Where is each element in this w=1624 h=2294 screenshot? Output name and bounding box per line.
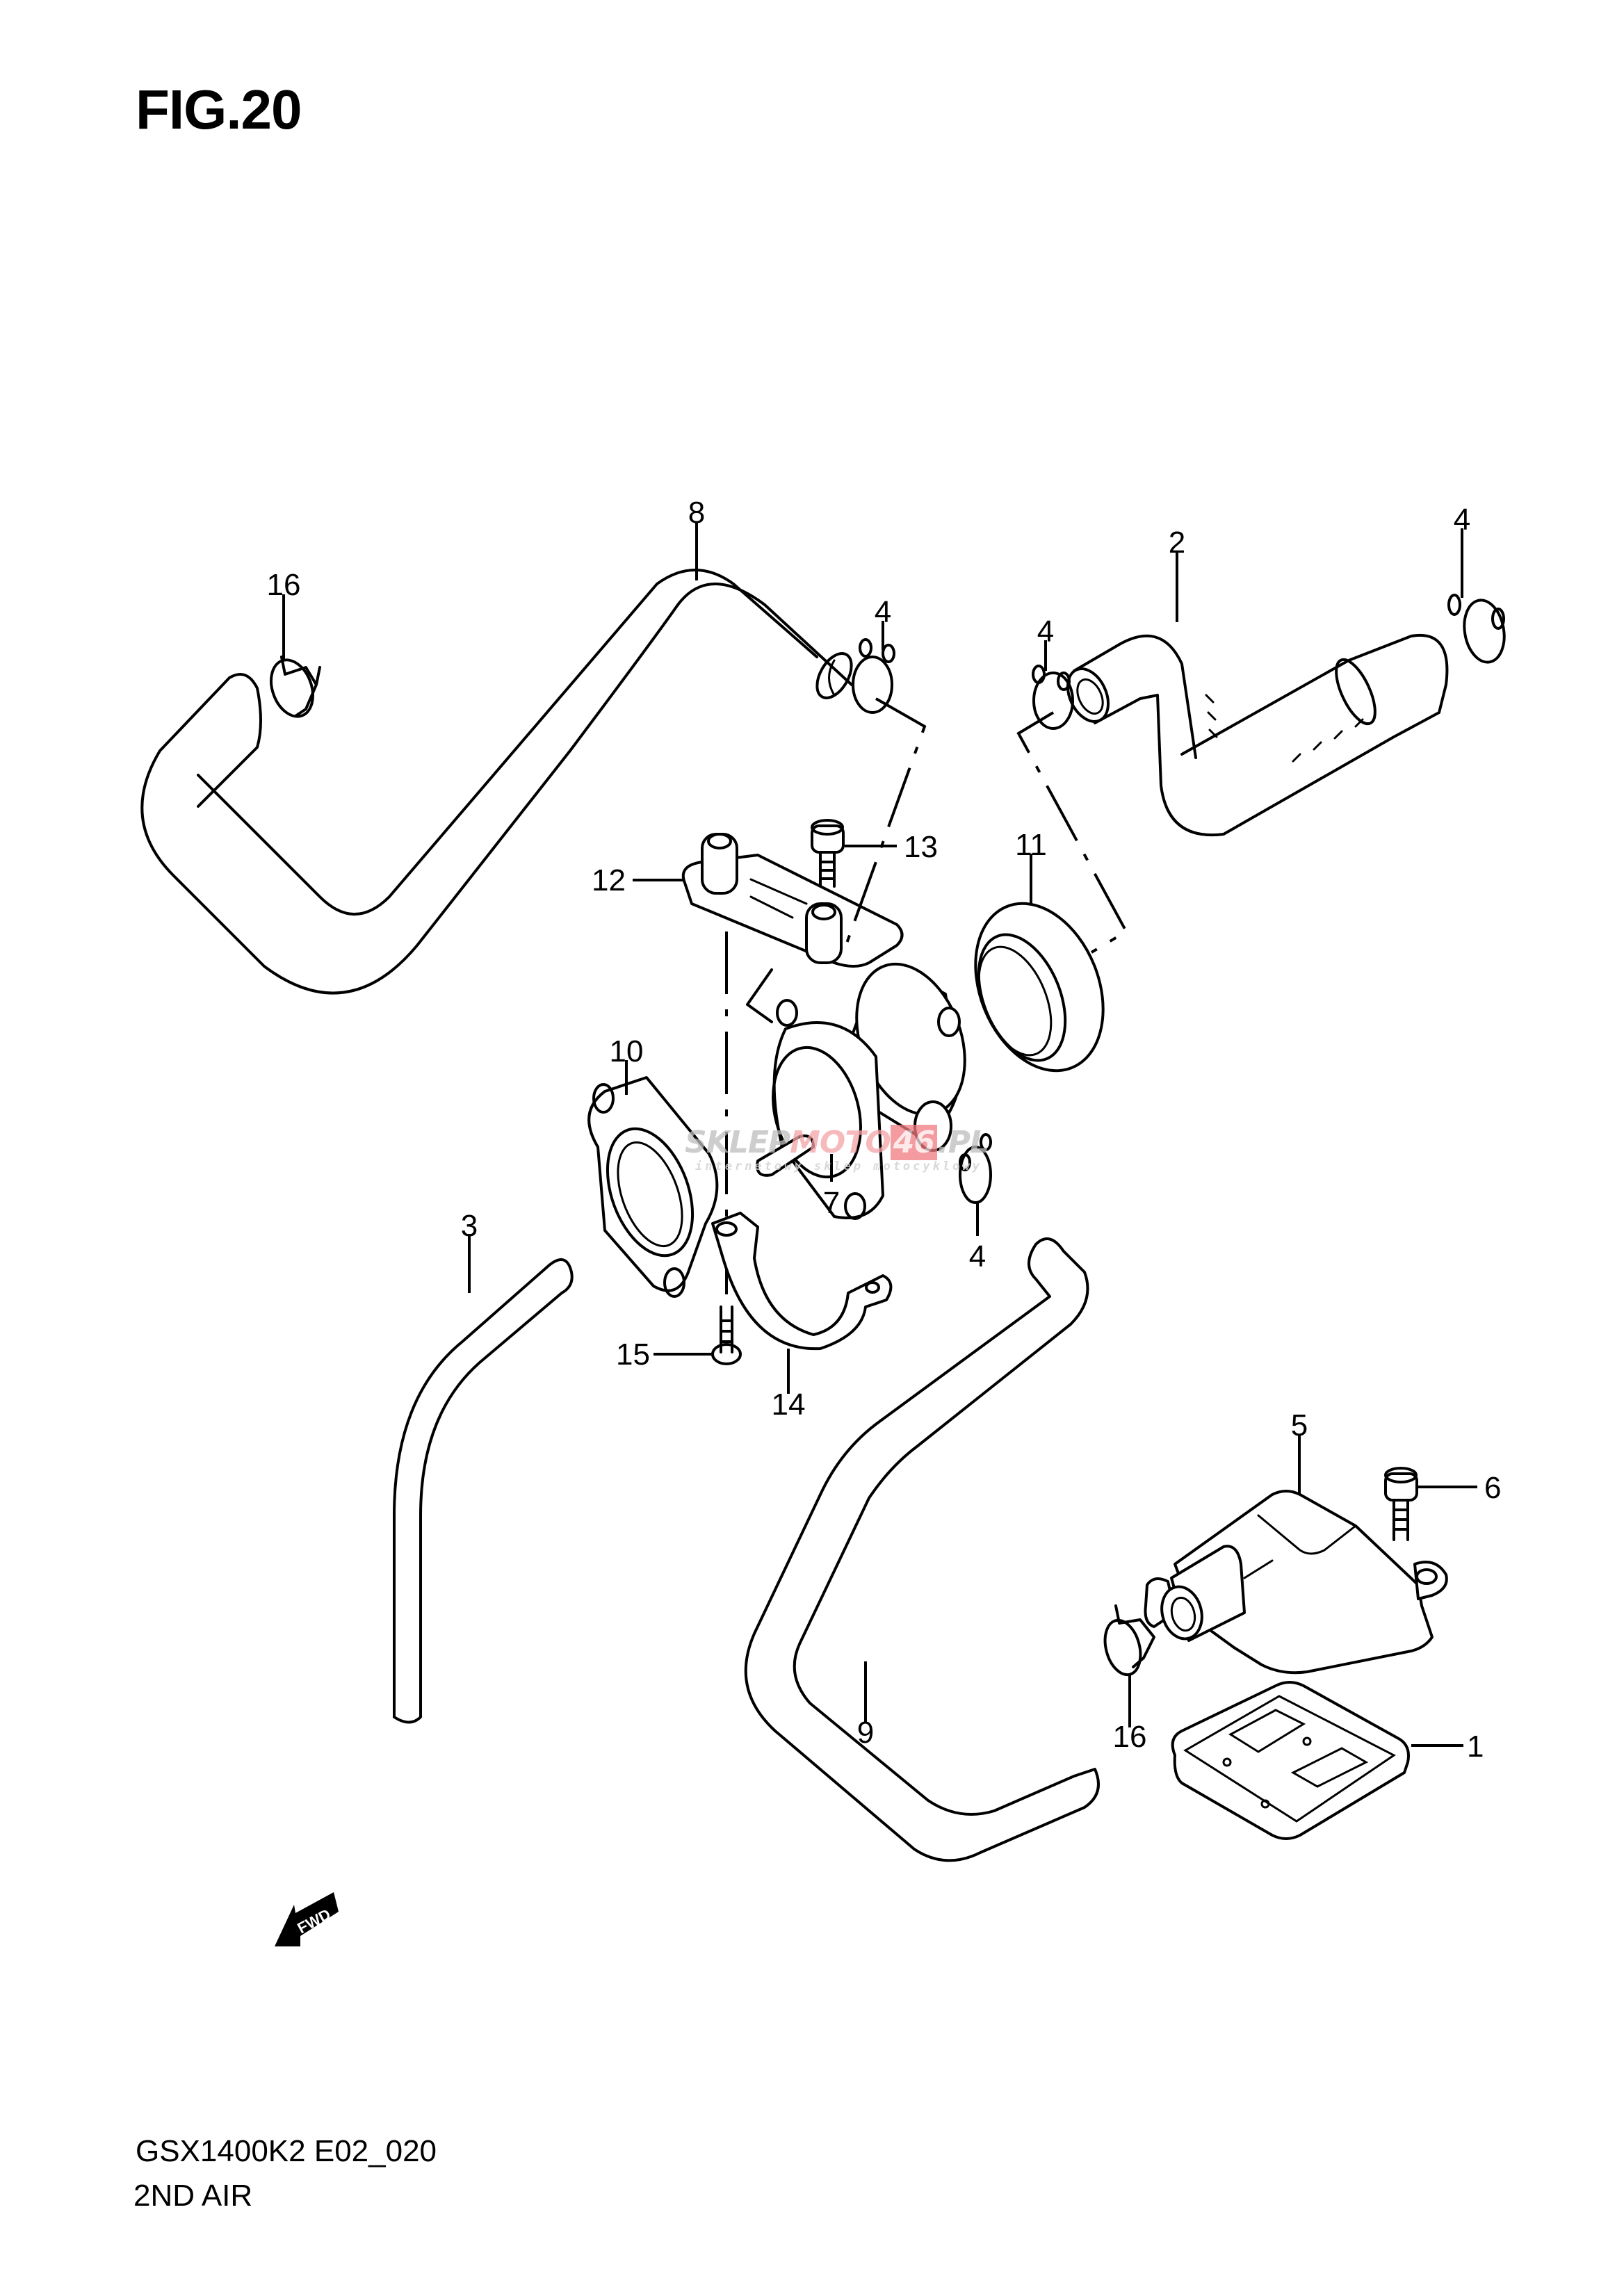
callout-12[interactable]: 12 [592, 863, 626, 897]
watermark-part-moto: MOTO [790, 1125, 891, 1160]
callout-16-lower[interactable]: 16 [1113, 1720, 1147, 1754]
hose-clamp-16-lower[interactable] [1099, 1604, 1155, 1679]
callout-2[interactable]: 2 [1169, 526, 1185, 560]
callout-5[interactable]: 5 [1291, 1408, 1308, 1442]
clip-4-upper-mid[interactable] [1032, 665, 1074, 730]
callout-4-lower[interactable]: 4 [969, 1239, 986, 1274]
callout-4-upper-mid[interactable]: 4 [1037, 615, 1054, 649]
callout-4-upper-right[interactable]: 4 [1454, 503, 1470, 537]
callout-4-upper-left[interactable]: 4 [875, 595, 891, 629]
bracket-clamp-14[interactable] [711, 1212, 893, 1351]
clip-4-lower[interactable] [959, 1133, 992, 1204]
hose-8[interactable] [140, 569, 859, 995]
bolt-6[interactable] [1384, 1467, 1418, 1541]
figure-title: FIG.20 [136, 79, 302, 140]
assembly-line-valve [746, 968, 773, 1023]
watermark-part-pl: .PL [936, 1125, 989, 1160]
leader-lines [282, 521, 1477, 1747]
callout-16-upper[interactable]: 16 [267, 568, 301, 602]
model-code: GSX1400K2 E02_020 [136, 2134, 437, 2168]
hose-3[interactable] [393, 1258, 574, 1724]
hose-9[interactable] [744, 1237, 1100, 1862]
bracket-plate-12[interactable] [681, 833, 904, 968]
callout-14[interactable]: 14 [772, 1388, 806, 1422]
watermark-tagline: internetowy sklep motocyklowy [695, 1160, 982, 1173]
clip-4-upper-right[interactable] [1447, 594, 1509, 665]
reed-valve-gasket-1[interactable] [1171, 1681, 1410, 1840]
callout-9[interactable]: 9 [857, 1716, 874, 1750]
assembly-line-upper-right [1016, 711, 1128, 954]
cushion-flange-10[interactable] [587, 1076, 719, 1298]
pair-valve-7[interactable] [756, 949, 984, 1220]
watermark-logo: SKLEPMOTO46.PL [685, 1125, 989, 1160]
screw-15[interactable] [711, 1305, 742, 1365]
hose-clamp-16-upper[interactable] [263, 654, 321, 722]
callout-7[interactable]: 7 [823, 1186, 840, 1220]
forward-arrow-icon: FWD [275, 1892, 339, 1946]
callout-11[interactable]: 11 [1015, 828, 1047, 862]
assembly-line-upper-left [843, 697, 927, 950]
cap-seal-11[interactable] [952, 884, 1126, 1089]
callout-13[interactable]: 13 [904, 830, 938, 864]
callout-10[interactable]: 10 [610, 1034, 644, 1068]
callout-8[interactable]: 8 [688, 496, 705, 530]
watermark-part-46: 46 [890, 1125, 937, 1160]
bolt-13[interactable] [811, 819, 845, 888]
section-name: 2ND AIR [133, 2179, 253, 2213]
callout-1[interactable]: 1 [1467, 1730, 1484, 1764]
reed-valve-cover-5[interactable] [1144, 1490, 1448, 1675]
callout-numbers: 8 16 4 4 2 4 13 12 11 10 3 7 4 15 14 5 6… [267, 496, 1502, 1764]
watermark-part-sklep: SKLEP [685, 1125, 790, 1160]
callout-3[interactable]: 3 [461, 1209, 478, 1243]
callout-15[interactable]: 15 [616, 1337, 650, 1372]
callout-6[interactable]: 6 [1484, 1471, 1501, 1505]
clip-4-upper-left[interactable] [852, 638, 895, 714]
hose-2[interactable] [1060, 633, 1449, 837]
